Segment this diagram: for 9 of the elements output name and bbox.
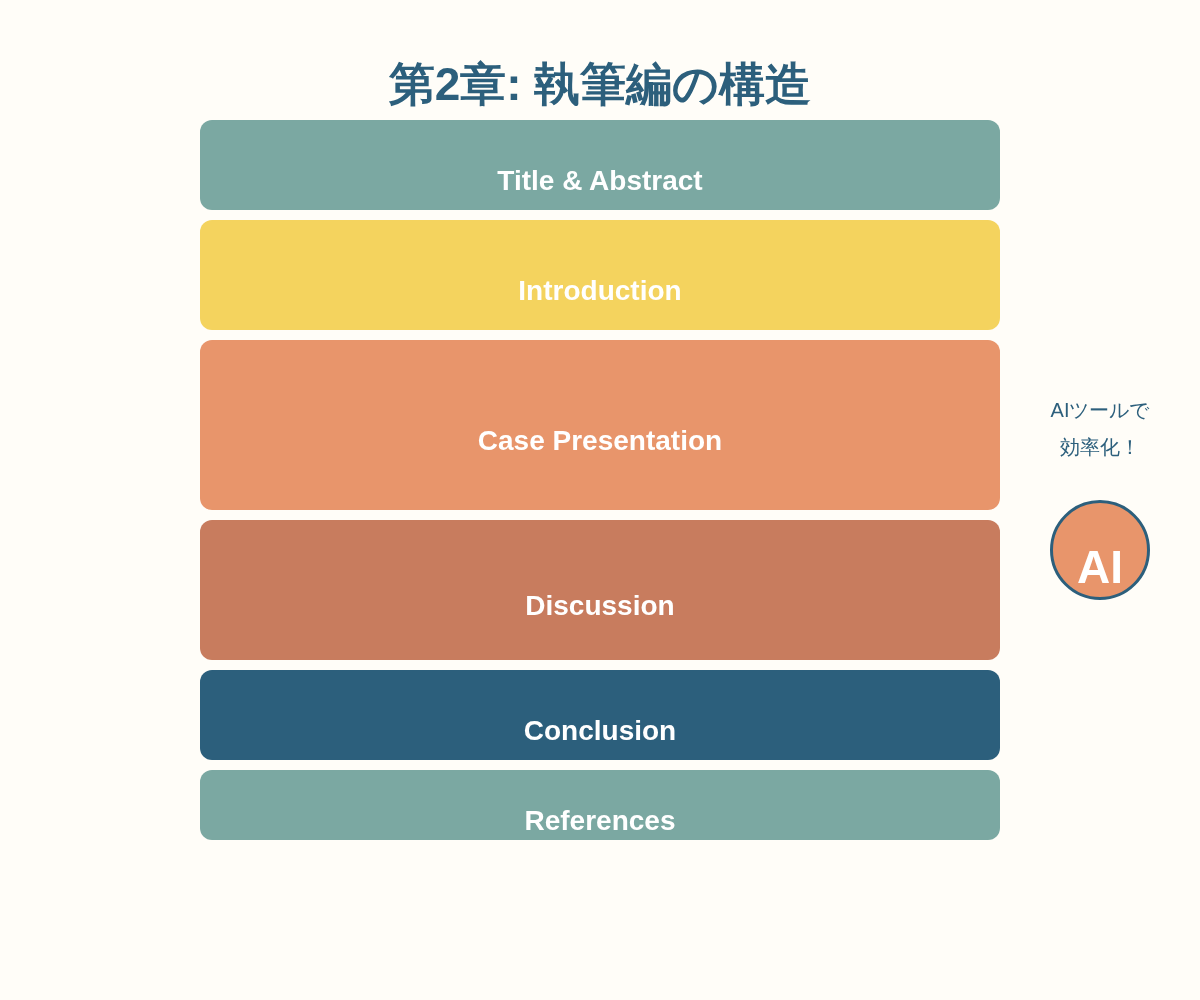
section-band: Title & Abstract: [200, 120, 1000, 210]
section-band: Introduction: [200, 220, 1000, 330]
circle-badge: AI: [1050, 500, 1150, 600]
section-band: References: [200, 770, 1000, 840]
section-band: Conclusion: [200, 670, 1000, 760]
title: 第2章: 執筆編の構造: [387, 57, 813, 112]
section-band: Case Presentation: [200, 340, 1000, 510]
section-band: Discussion: [200, 520, 1000, 660]
caption-text: AIツールで効率化！: [1049, 398, 1151, 460]
